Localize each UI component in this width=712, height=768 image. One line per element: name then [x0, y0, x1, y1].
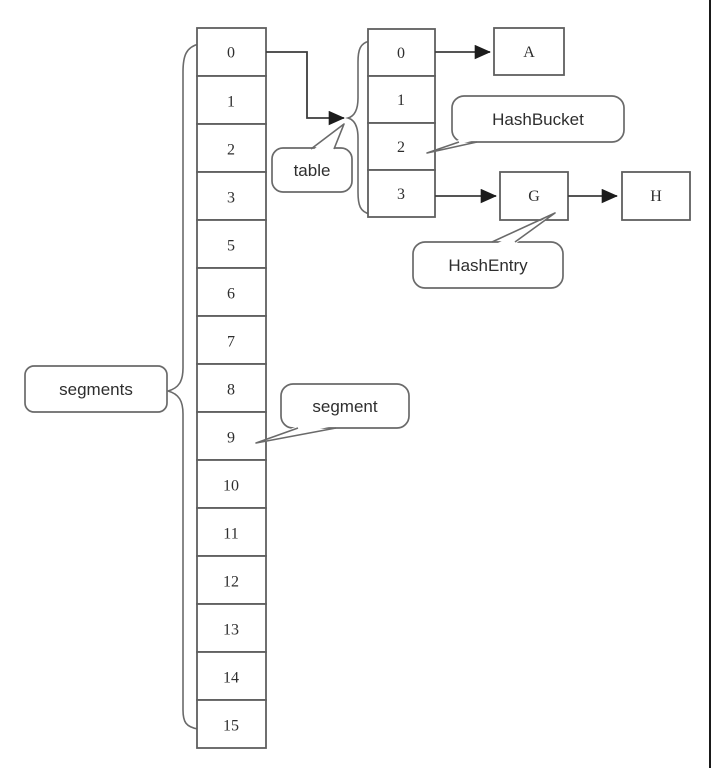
bucket-cell-label: 1 [397, 92, 405, 109]
bucket-cell-label: 3 [397, 186, 405, 203]
segment-cell-label: 14 [223, 670, 239, 687]
segment-cell-label: 3 [227, 190, 235, 207]
segment-cell [196, 603, 267, 653]
segment-cell-label: 6 [227, 286, 235, 303]
bucket-cell-label: 0 [397, 45, 405, 62]
bucket-cell [367, 122, 436, 171]
segment-cell [196, 75, 267, 125]
segment-cell-label: 9 [227, 430, 235, 447]
segment-cell-label: 13 [223, 622, 239, 639]
table-callout: table [271, 123, 353, 193]
table-callout-tail-outline [310, 123, 345, 150]
segments-label-border [24, 365, 168, 413]
segment-cell-label: 1 [227, 94, 235, 111]
segment-cell-label: 8 [227, 382, 235, 399]
segment-cell [196, 315, 267, 365]
hashbucket-callout-border [451, 95, 625, 143]
hashentry-callout-tail [494, 214, 554, 245]
segments-label: segments [59, 380, 133, 399]
segment-cell [196, 459, 267, 509]
segment-cell [196, 651, 267, 701]
entry-h-border [621, 171, 691, 221]
hashentry-callout-tail-outline [491, 212, 556, 243]
segment-cell-label: 0 [227, 45, 235, 62]
segment-cell-label: 2 [227, 142, 235, 159]
segment-cell-label: 10 [223, 478, 239, 495]
segment-cell-label: 7 [227, 334, 235, 351]
bucket-table: 0 1 2 3 [367, 28, 436, 218]
bucket-cell [367, 169, 436, 218]
segment-callout-tail-outline [255, 427, 337, 444]
segments-array: 0 1 2 3 5 6 7 8 9 10 11 12 13 14 15 [196, 27, 267, 749]
entry-h-label: H [650, 188, 662, 205]
segment-cell-label: 15 [223, 718, 239, 735]
hashentry-callout-border [412, 241, 564, 289]
segment-cell [196, 123, 267, 173]
entry-g-label: G [528, 188, 540, 205]
bucket-cell-label: 2 [397, 139, 405, 156]
bucket-cell [367, 28, 436, 77]
segment-cell-label: 11 [223, 526, 238, 543]
segment-cell [196, 555, 267, 605]
segment-cell [196, 363, 267, 413]
hashbucket-callout: HashBucket [426, 95, 625, 154]
bucket-cell [367, 75, 436, 124]
segment-cell [196, 699, 267, 749]
entry-a-label: A [523, 44, 535, 61]
segment-callout: segment [255, 383, 410, 444]
hashbucket-callout-tail-outline [426, 141, 478, 154]
bucket-table-brace [345, 40, 371, 215]
segments-brace [164, 43, 200, 730]
segment-to-table-arrow [266, 51, 345, 126]
hashentry-callout: HashEntry [412, 212, 564, 289]
entry-a-border [493, 27, 565, 76]
segment-cell-label: 5 [227, 238, 235, 255]
hashbucket-label: HashBucket [492, 110, 584, 129]
segment-callout-border [280, 383, 410, 429]
hash-entry-a-box: A [493, 27, 565, 76]
segment-cell-label: 12 [223, 574, 239, 591]
entry-g-border [499, 171, 569, 221]
table-label: table [294, 161, 331, 180]
hash-entry-g-box: G [499, 171, 569, 221]
hash-entry-h-box: H [621, 171, 691, 221]
segment-cell [196, 27, 267, 77]
segments-label-box: segments [24, 365, 168, 413]
segment-label: segment [312, 397, 377, 416]
hashentry-label: HashEntry [448, 256, 528, 275]
segment-cell [196, 411, 267, 461]
